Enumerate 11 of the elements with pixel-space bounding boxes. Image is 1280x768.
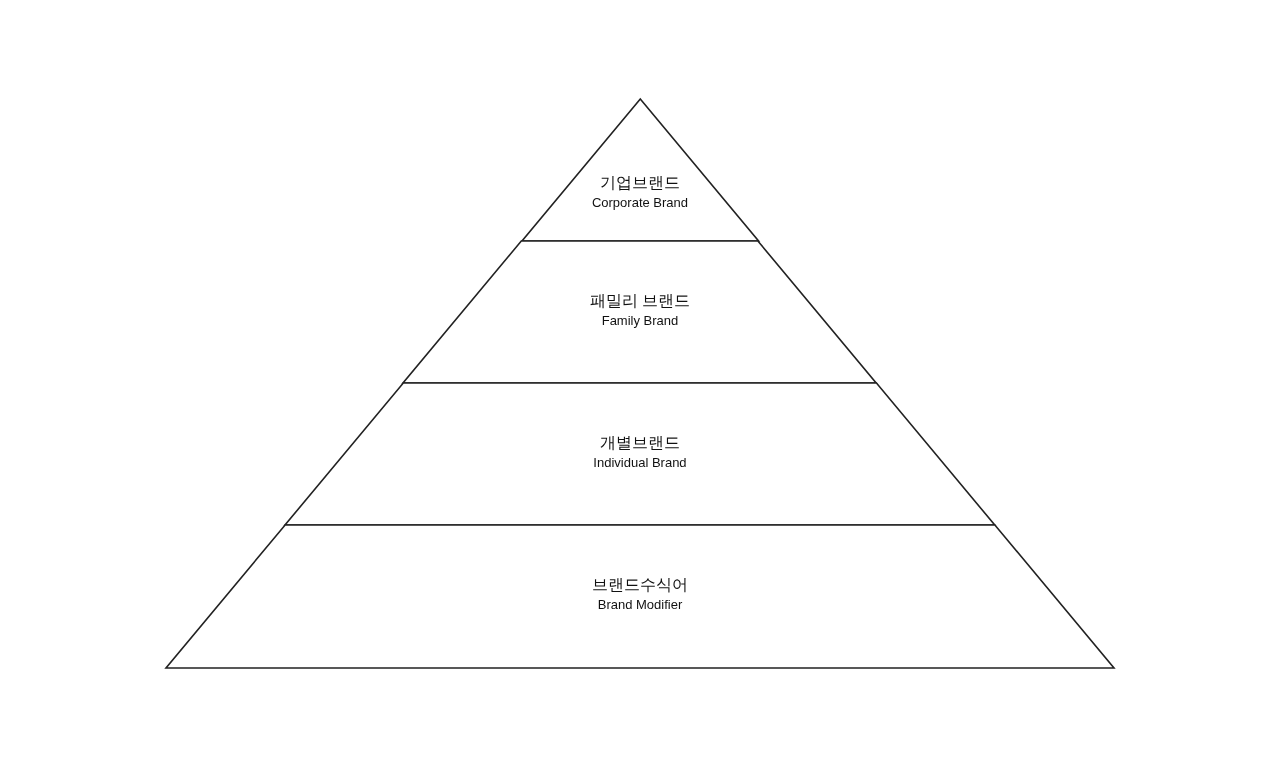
tier-subtitle: Individual Brand — [593, 454, 687, 472]
tier-subtitle: Family Brand — [601, 312, 679, 330]
tier-title: 개별브랜드 — [600, 433, 680, 453]
pyramid-tier — [166, 525, 1114, 668]
pyramid-tier — [403, 241, 877, 383]
tier-subtitle: Corporate Brand — [591, 194, 689, 212]
tier-title: 패밀리 브랜드 — [589, 291, 691, 311]
tier-title: 기업브랜드 — [600, 173, 680, 193]
pyramid-tier — [285, 383, 995, 525]
tier-title: 브랜드수식어 — [592, 575, 688, 595]
tier-subtitle: Brand Modifier — [597, 596, 683, 614]
